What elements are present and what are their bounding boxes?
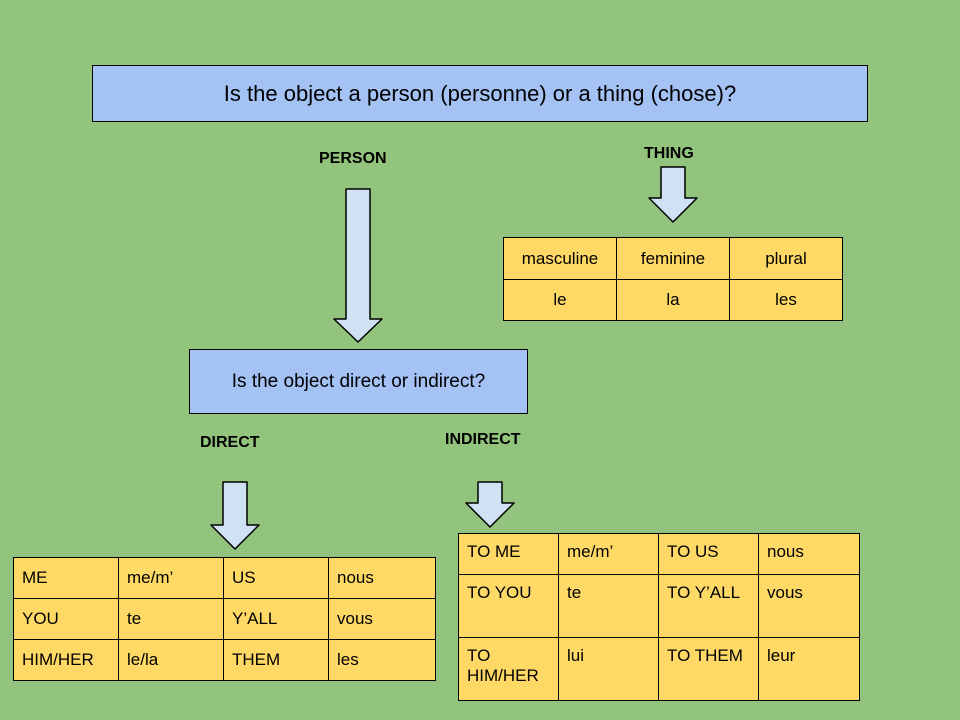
table-cell: leur: [758, 637, 860, 701]
table-row: TO YOU te TO Y’ALL vous: [458, 574, 860, 638]
table-cell: nous: [758, 533, 860, 575]
table-cell: TO Y’ALL: [658, 574, 759, 638]
table-cell: le/la: [118, 639, 224, 681]
table-cell: te: [558, 574, 659, 638]
table-cell: plural: [729, 237, 843, 280]
table-cell: masculine: [503, 237, 617, 280]
table-cell: vous: [328, 598, 436, 640]
table-cell: me/m’: [118, 557, 224, 599]
table-cell: THEM: [223, 639, 329, 681]
table-row: ME me/m’ US nous: [13, 557, 436, 599]
secondary-question-text: Is the object direct or indirect?: [231, 370, 486, 392]
table-cell: le: [503, 279, 617, 321]
table-row: YOU te Y’ALL vous: [13, 598, 436, 640]
table-cell: me/m’: [558, 533, 659, 575]
direct-label: DIRECT: [200, 434, 260, 451]
table-cell: vous: [758, 574, 860, 638]
table-cell: TO YOU: [458, 574, 559, 638]
direct-pronoun-table: ME me/m’ US nous YOU te Y’ALL vous HIM/H…: [13, 557, 436, 681]
main-question-text: Is the object a person (personne) or a t…: [223, 80, 737, 106]
table-cell: TO HIM/HER: [458, 637, 559, 701]
table-row: TO ME me/m’ TO US nous: [458, 533, 860, 575]
table-cell: feminine: [616, 237, 730, 280]
table-cell: ME: [13, 557, 119, 599]
main-question-box: Is the object a person (personne) or a t…: [92, 65, 868, 122]
table-row: TO HIM/HER lui TO THEM leur: [458, 637, 860, 701]
table-cell: TO ME: [458, 533, 559, 575]
table-cell: les: [328, 639, 436, 681]
thing-arrow-icon: [648, 166, 698, 223]
secondary-question-box: Is the object direct or indirect?: [189, 349, 528, 414]
table-cell: YOU: [13, 598, 119, 640]
table-cell: US: [223, 557, 329, 599]
table-cell: les: [729, 279, 843, 321]
table-cell: lui: [558, 637, 659, 701]
table-row: masculine feminine plural: [503, 237, 843, 280]
table-cell: TO US: [658, 533, 759, 575]
thing-pronoun-table: masculine feminine plural le la les: [503, 237, 843, 321]
person-label: PERSON: [319, 150, 387, 167]
table-cell: HIM/HER: [13, 639, 119, 681]
table-cell: nous: [328, 557, 436, 599]
table-cell: TO THEM: [658, 637, 759, 701]
direct-arrow-icon: [210, 481, 260, 550]
indirect-arrow-icon: [465, 481, 515, 528]
thing-label: THING: [644, 145, 694, 162]
indirect-pronoun-table: TO ME me/m’ TO US nous TO YOU te TO Y’AL…: [458, 533, 860, 701]
indirect-label: INDIRECT: [445, 431, 521, 448]
table-cell: la: [616, 279, 730, 321]
table-cell: Y’ALL: [223, 598, 329, 640]
table-cell: te: [118, 598, 224, 640]
table-row: le la les: [503, 279, 843, 321]
table-row: HIM/HER le/la THEM les: [13, 639, 436, 681]
person-arrow-icon: [333, 188, 383, 343]
